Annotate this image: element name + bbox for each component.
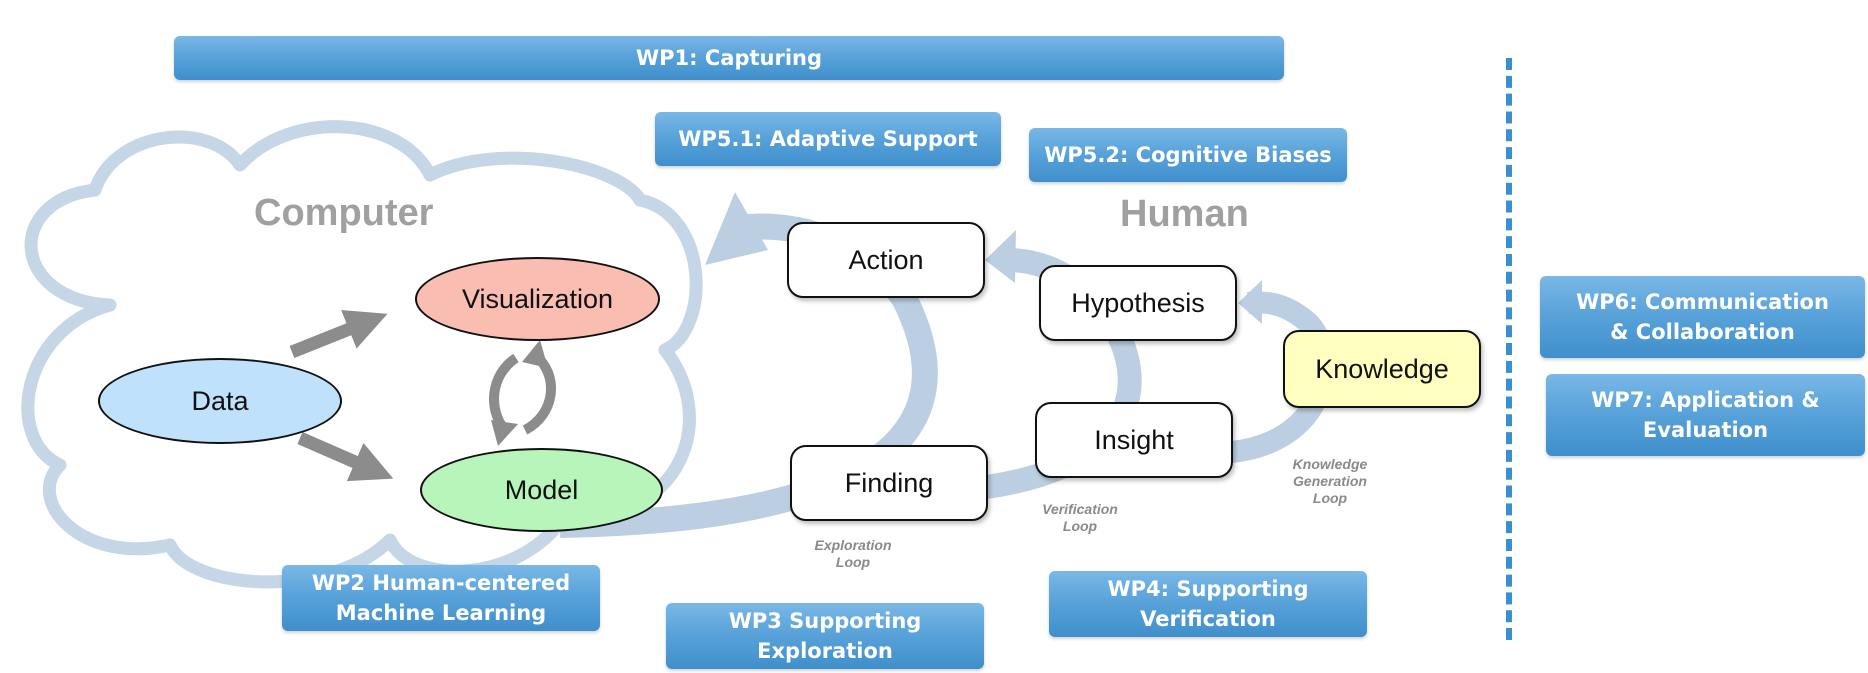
visualization-node: Visualization xyxy=(415,257,660,341)
wp6-communication-collaboration-box: WP6: Communication & Collaboration xyxy=(1540,276,1865,358)
data-node: Data xyxy=(98,358,342,444)
knowledge-loop-arrowhead xyxy=(1238,280,1262,324)
exploration-loop-arrowhead xyxy=(705,192,768,265)
dashed-divider-line xyxy=(1506,58,1512,640)
knowledge-generation-loop-label: Knowledge Generation Loop xyxy=(1292,456,1368,506)
wp4-supporting-verification-box: WP4: Supporting Verification xyxy=(1049,571,1367,637)
human-region-label: Human xyxy=(1120,193,1249,235)
exploration-loop-label: Exploration Loop xyxy=(814,537,892,570)
insight-node: Insight xyxy=(1035,402,1233,478)
wp5-1-adaptive-support-box: WP5.1: Adaptive Support xyxy=(655,112,1001,166)
data-to-model-arrow xyxy=(297,432,394,482)
computer-region-label: Computer xyxy=(254,192,434,234)
wp1-capturing-box: WP1: Capturing xyxy=(174,36,1284,80)
data-to-visualization-arrow xyxy=(289,309,388,359)
wp2-human-centered-ml-box: WP2 Human-centered Machine Learning xyxy=(282,565,600,631)
verification-loop-arrowhead xyxy=(985,230,1016,283)
hypothesis-node: Hypothesis xyxy=(1039,265,1237,341)
wp7-application-evaluation-box: WP7: Application & Evaluation xyxy=(1546,374,1865,456)
wp3-supporting-exploration-box: WP3 Supporting Exploration xyxy=(666,603,984,669)
model-node: Model xyxy=(420,448,663,532)
finding-node: Finding xyxy=(790,445,988,521)
action-node: Action xyxy=(787,222,985,298)
refresh-cycle-icon xyxy=(489,340,556,446)
wp5-2-cognitive-biases-box: WP5.2: Cognitive Biases xyxy=(1029,128,1347,182)
verification-loop-label: Verification Loop xyxy=(1042,501,1118,534)
computer-cloud xyxy=(21,120,703,589)
knowledge-node: Knowledge xyxy=(1283,330,1481,408)
